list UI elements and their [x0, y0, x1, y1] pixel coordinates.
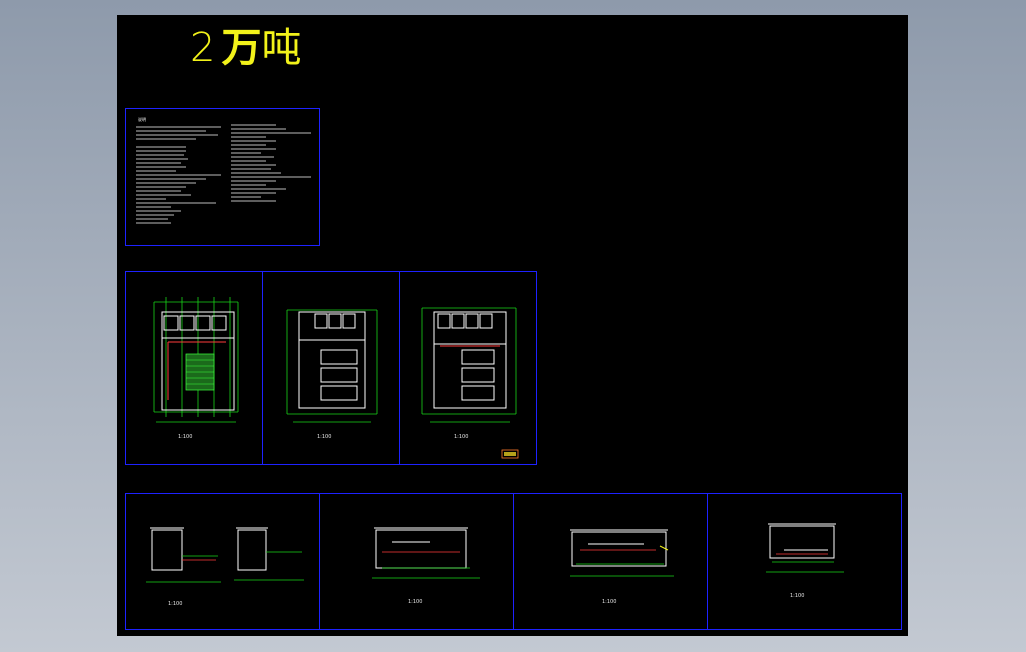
- title-number: 2: [190, 25, 216, 71]
- section-scale-2: 1:100: [408, 599, 422, 605]
- title-unit-2: 吨: [261, 25, 302, 71]
- section-drawing-2: 1:100: [372, 527, 480, 605]
- plan-scale-1: 1:100: [178, 434, 192, 440]
- title-unit-1: 万: [221, 25, 262, 71]
- section-scale-4: 1:100: [790, 593, 804, 599]
- section-drawing-3: 1:100: [570, 529, 674, 605]
- section-drawing-1: 1:100: [146, 527, 304, 607]
- notes-title: 说明: [138, 116, 146, 122]
- plan-sheet-1[interactable]: 1:100: [125, 271, 263, 465]
- section-sheet-3[interactable]: 1:100: [513, 493, 708, 630]
- notes-text-block: 说明: [136, 116, 311, 224]
- plan-sheet-2[interactable]: 1:100: [262, 271, 400, 465]
- section-sheet-4[interactable]: 1:100: [707, 493, 902, 630]
- plan-drawing-3: 1:100: [421, 307, 519, 459]
- title-block-stamp-fill: [504, 452, 516, 456]
- section-sheet-2[interactable]: 1:100: [319, 493, 514, 630]
- plan-scale-3: 1:100: [454, 434, 468, 440]
- section-drawing-4: 1:100: [766, 523, 844, 599]
- plan-drawing-1: 1:100: [153, 297, 239, 440]
- plan-drawing-2: 1:100: [286, 309, 378, 440]
- title-block-stamp: [501, 449, 519, 459]
- plan-scale-2: 1:100: [317, 434, 331, 440]
- section-scale-1: 1:100: [168, 601, 182, 607]
- section-sheet-1[interactable]: 1:100: [125, 493, 320, 630]
- plan-sheet-3[interactable]: 1:100: [399, 271, 537, 465]
- notes-sheet[interactable]: 说明: [125, 108, 320, 246]
- section-scale-3: 1:100: [602, 599, 616, 605]
